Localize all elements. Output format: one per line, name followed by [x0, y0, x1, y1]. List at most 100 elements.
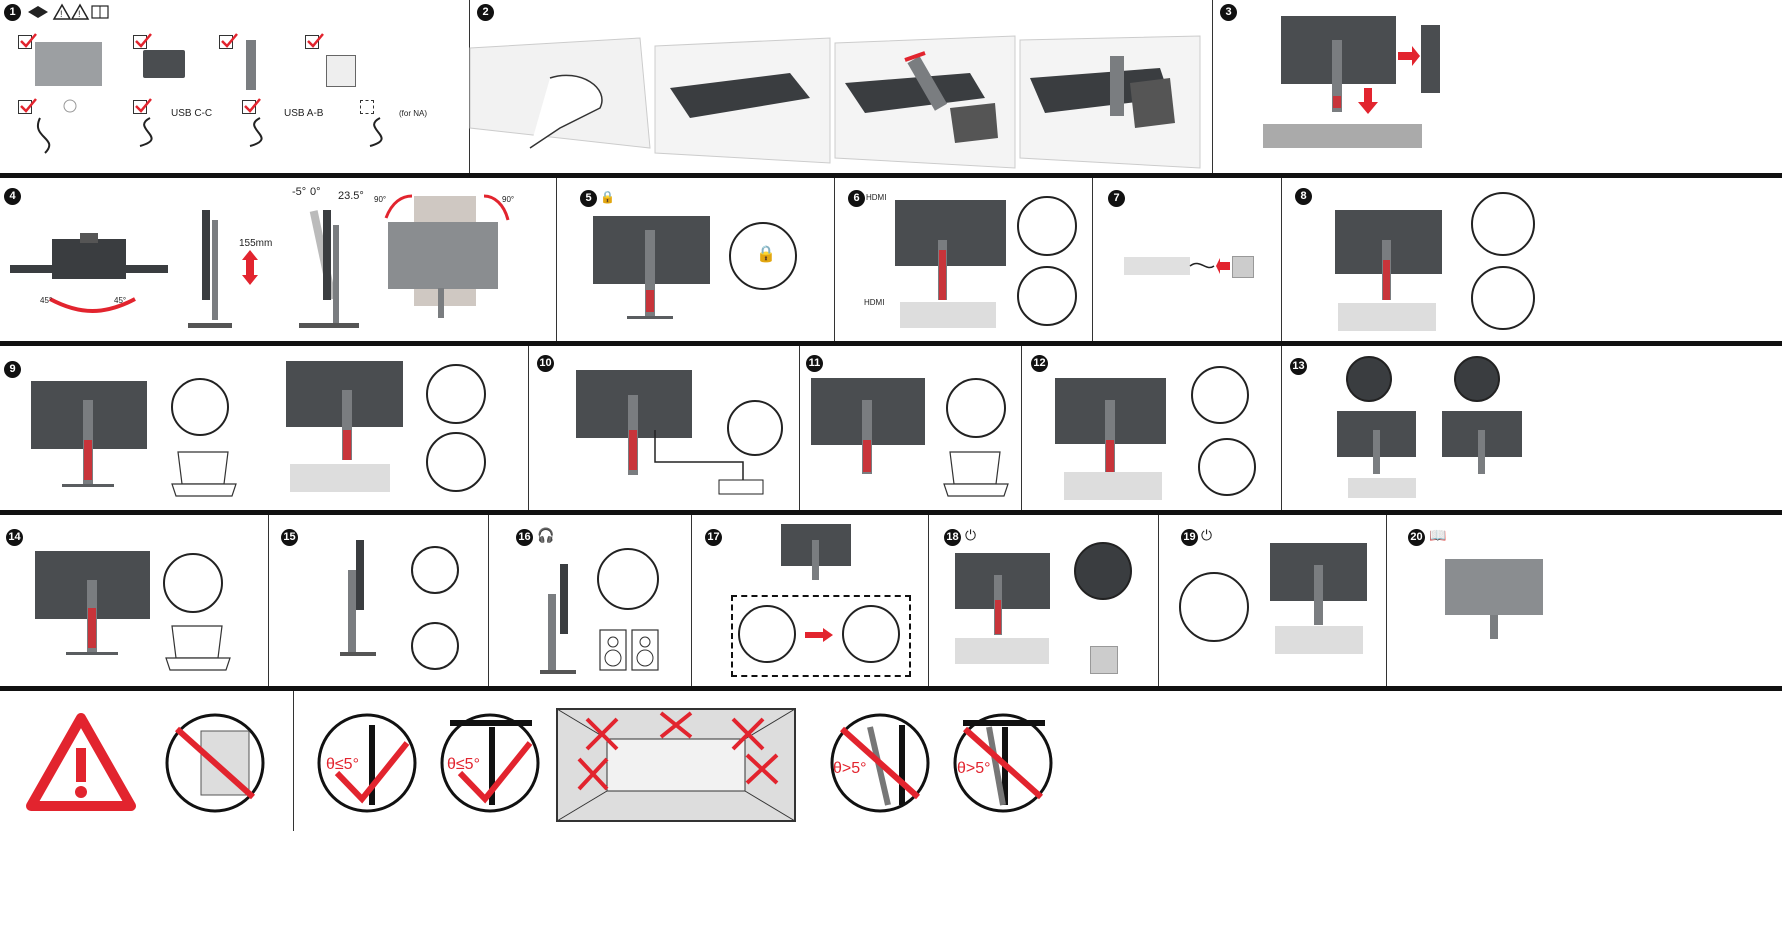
col-divider: [928, 515, 929, 686]
step-number: 3: [1220, 4, 1237, 21]
computer-box: [900, 302, 996, 328]
monitor-stand: [812, 540, 819, 580]
step-number: 10: [537, 355, 554, 372]
outlet-icon: [1232, 256, 1254, 278]
monitor-flat: [1124, 257, 1190, 275]
connector-zoom-circle: [1017, 266, 1077, 326]
pivot-left-label: 90°: [374, 195, 387, 204]
step-number: 16: [516, 529, 533, 546]
step-number: 8: [1295, 188, 1312, 205]
step-number: 7: [1108, 190, 1125, 207]
tilt-ok-icon: [440, 713, 540, 813]
stand-accent: [1333, 96, 1341, 108]
tilt-ok-label: θ≤5°: [447, 756, 480, 773]
stand-accent: [88, 608, 96, 648]
height-adjust-illustration: [188, 210, 258, 328]
step-number: 15: [281, 529, 298, 546]
outlet-icon: [1090, 646, 1118, 674]
computer-box: [1275, 626, 1363, 654]
laptop-icon: [165, 625, 231, 671]
mounting-positions-icon: [556, 708, 796, 822]
step-number: 13: [1290, 358, 1307, 375]
stand-accent: [995, 600, 1001, 634]
monitor-back: [955, 553, 1050, 609]
col-divider: [1212, 0, 1213, 173]
tilt-ok-icon: [317, 713, 417, 813]
connector-zoom-circle: [1017, 196, 1077, 256]
tilt-zero-label: 0°: [310, 186, 321, 198]
checkbox-icon: [219, 35, 233, 49]
connector-zoom-circle: [426, 432, 486, 492]
step-number: 9: [4, 361, 21, 378]
stand-accent: [343, 430, 351, 460]
step-number: 1: [4, 4, 21, 21]
lock-icon: 🔒: [600, 190, 615, 204]
pivot-arrows: [384, 194, 510, 221]
monitor-stand: [342, 390, 352, 460]
swivel-illustration: [10, 233, 168, 313]
connector-zoom-circle: [411, 622, 459, 670]
col-divider: [488, 515, 489, 686]
arrow-right-icon: [805, 628, 833, 642]
no-cleaning-icon: [165, 713, 265, 813]
monitor-stand: [1332, 40, 1342, 112]
laptop-icon: [943, 451, 1009, 497]
checkmark-icons: [20, 33, 324, 113]
monitor-base: [627, 316, 673, 319]
cable-zoom-circle: [738, 605, 796, 663]
col-divider: [469, 0, 470, 173]
stand-arm: [246, 40, 256, 90]
manual-icon: 📖: [1429, 527, 1447, 543]
col-divider: [556, 178, 557, 341]
tilt-ok-label: θ≤5°: [326, 756, 359, 773]
cable-label-dp: (for NA): [399, 109, 427, 118]
cable-management-box: [731, 595, 911, 677]
monitor-back: [895, 200, 1006, 266]
io-panel: [1421, 25, 1440, 93]
col-divider: [1386, 515, 1387, 686]
monitor-stand: [1314, 565, 1323, 625]
computer-box: [1338, 303, 1436, 331]
step-number: 14: [6, 529, 23, 546]
hdmi-label: HDMI: [864, 298, 885, 307]
stand-accent: [1106, 440, 1114, 472]
speakers-icon: [599, 629, 659, 671]
row-divider-1: [0, 173, 1782, 178]
side-monitor-illustration: [340, 540, 376, 656]
plug-icon: ⏻: [965, 527, 977, 543]
connector-zoom-circle: [163, 553, 223, 613]
col-divider: [1281, 178, 1282, 341]
monitor-stand: [1478, 430, 1485, 474]
row-divider-2: [0, 341, 1782, 346]
laptop-icon: [171, 451, 237, 497]
monitor-panel: [35, 42, 102, 86]
checkbox-icon: [18, 100, 32, 114]
col-divider: [1158, 515, 1159, 686]
ethernet-zoom-circle: [727, 400, 783, 456]
tilt-bad-label: θ>5°: [833, 760, 867, 777]
col-divider: [1281, 346, 1282, 510]
monitor-base: [66, 652, 118, 655]
step-number: 19: [1181, 529, 1198, 546]
power-zoom-circle: [1074, 542, 1132, 600]
monitor-stand: [1105, 400, 1115, 472]
monitor-base: [62, 484, 114, 487]
checkbox-icon: [305, 35, 319, 49]
step-number: 6: [848, 190, 865, 207]
stand-accent: [939, 250, 946, 300]
computer-box: [1064, 472, 1162, 500]
step-number: 4: [4, 188, 21, 205]
svg-text:!: !: [78, 9, 81, 19]
stand-base: [143, 50, 185, 78]
cable-label-usbc: USB C-C: [171, 108, 213, 119]
power-icon: ⏻: [1201, 527, 1213, 543]
col-divider: [528, 346, 529, 510]
step-number: 17: [705, 529, 722, 546]
stand-accent: [646, 290, 654, 312]
stand-accent: [629, 430, 637, 470]
side-monitor-illustration: [540, 564, 576, 674]
lock-icon: 🔒: [756, 246, 776, 263]
tilt-back-label: -5°: [292, 186, 307, 198]
cable-zoom-circle: [842, 605, 900, 663]
step-number: 2: [477, 4, 494, 21]
